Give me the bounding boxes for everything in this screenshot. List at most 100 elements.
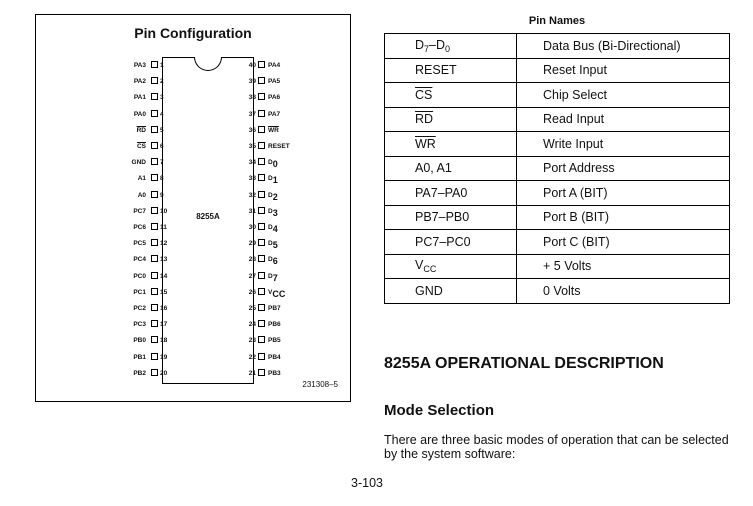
pin-lead <box>258 206 265 214</box>
pin-name: PB2 <box>133 369 146 377</box>
pin-name: PA5 <box>268 78 281 86</box>
pin-number: 24 <box>248 321 256 329</box>
pin-number: 29 <box>248 240 256 248</box>
pin-name: PA7 <box>268 110 281 118</box>
pin-number: 10 <box>160 207 168 215</box>
figure-number: 231308–5 <box>302 380 338 389</box>
pin-name: A1 <box>137 175 146 183</box>
pin-number: 3 <box>160 94 164 102</box>
pin-lead <box>151 142 158 149</box>
pin-number: 34 <box>248 159 256 167</box>
pin-number: 33 <box>248 175 256 183</box>
pin-number: 6 <box>160 143 164 150</box>
pin-number: 13 <box>160 256 168 264</box>
pin-number: 7 <box>160 159 164 167</box>
pin-name: PB0 <box>133 337 146 345</box>
pin-symbol-cell: WR <box>384 131 517 157</box>
pin-lead <box>258 125 265 133</box>
pin-name: D3 <box>268 207 278 218</box>
pin-symbol-cell: A0, A1 <box>384 155 517 181</box>
pin-lead <box>258 190 265 198</box>
pin-number: 36 <box>248 126 256 134</box>
pin-name: WR <box>268 126 279 134</box>
pin-lead <box>258 61 265 68</box>
pin-name: D4 <box>268 224 278 234</box>
pin-description-cell: Port B (BIT) <box>516 204 730 230</box>
pin-lead <box>258 93 265 101</box>
pin-symbol-cell: PA7–PA0 <box>384 180 517 206</box>
pin-number: 11 <box>160 224 167 231</box>
pin-description-cell: Chip Select <box>516 82 730 108</box>
pin-number: 19 <box>160 353 168 361</box>
pin-description-cell: Reset Input <box>516 57 730 83</box>
pin-name: PC3 <box>133 321 146 329</box>
pin-number: 16 <box>160 305 168 312</box>
pin-lead <box>151 271 158 279</box>
pin-name: PC5 <box>133 240 146 248</box>
pin-description-cell: 0 Volts <box>516 278 730 304</box>
pin-description-cell: Port A (BIT) <box>516 180 730 206</box>
pin-name: PC2 <box>133 305 146 312</box>
pin-number: 1 <box>160 62 164 69</box>
pin-lead <box>151 304 158 311</box>
pin-name: PB1 <box>133 353 146 361</box>
pin-lead <box>151 174 158 182</box>
pin-lead <box>258 368 265 376</box>
chip-notch <box>194 57 222 71</box>
pin-number: 4 <box>160 110 164 118</box>
pin-lead <box>258 77 265 85</box>
subsection-heading: Mode Selection <box>384 402 495 419</box>
pin-number: 21 <box>248 369 256 377</box>
pin-description-cell: + 5 Volts <box>516 253 730 279</box>
pin-name: PA2 <box>133 78 146 86</box>
pin-number: 38 <box>248 94 256 102</box>
pin-name: PA3 <box>133 62 146 69</box>
pin-lead <box>258 109 265 117</box>
pin-lead <box>151 368 158 376</box>
pin-lead <box>258 304 265 311</box>
pin-lead <box>258 336 265 344</box>
pin-lead <box>151 109 158 117</box>
pin-symbol-cell: VCC <box>384 253 517 279</box>
pin-number: 2 <box>160 78 164 86</box>
pin-name: D0 <box>268 159 278 170</box>
section-heading: 8255A OPERATIONAL DESCRIPTION <box>384 355 664 372</box>
pin-number: 18 <box>160 337 168 345</box>
pin-lead <box>151 77 158 85</box>
pin-number: 26 <box>248 288 256 296</box>
pin-name: PC0 <box>133 272 146 280</box>
pin-name: PB5 <box>268 337 281 345</box>
pin-name: PC4 <box>133 256 146 264</box>
pin-description-cell: Write Input <box>516 131 730 157</box>
pin-number: 22 <box>248 353 256 361</box>
pin-name: RD <box>136 126 146 134</box>
pin-name: GND <box>131 159 146 167</box>
pin-name: PB7 <box>268 305 281 312</box>
pin-number: 27 <box>248 272 256 280</box>
table-row: VCC+ 5 Volts <box>384 253 730 279</box>
pin-number: 14 <box>160 272 168 280</box>
pin-lead <box>151 239 158 247</box>
pin-symbol-cell: CS <box>384 82 517 108</box>
pin-name: PB4 <box>268 353 281 361</box>
pin-name: D5 <box>268 240 278 251</box>
pin-symbol-cell: D7–D0 <box>384 33 517 59</box>
pin-number: 17 <box>160 321 168 329</box>
pin-lead <box>258 239 265 247</box>
pin-configuration-title: Pin Configuration <box>134 25 252 41</box>
pin-lead <box>151 125 158 133</box>
pin-name: PC1 <box>133 288 146 296</box>
pin-number: 31 <box>248 207 256 215</box>
pin-description-cell: Port Address <box>516 155 730 181</box>
pin-lead <box>258 174 265 182</box>
pin-lead <box>151 158 158 166</box>
